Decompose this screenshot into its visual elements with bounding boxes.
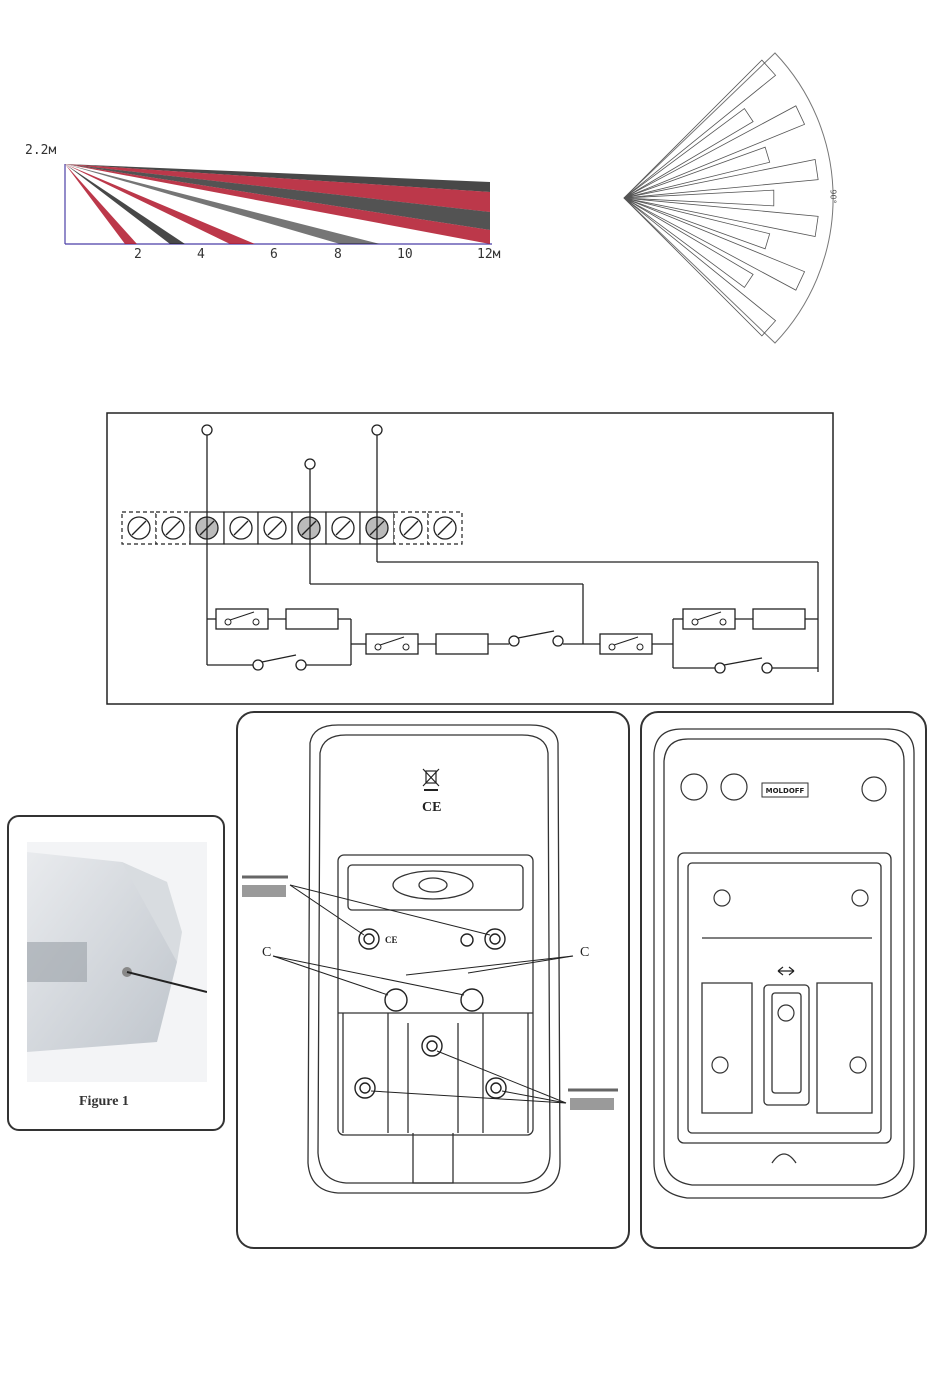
switch-contact-3 <box>600 634 652 654</box>
figure1-panel: Figure 1 <box>7 815 225 1131</box>
fan-beams <box>624 60 818 336</box>
lead-terminal-3 <box>305 459 315 469</box>
housing-drawing: MOLDOFF <box>642 713 925 1247</box>
cable-entry <box>393 871 473 899</box>
pcb-screw-4 <box>712 1057 728 1073</box>
switch-contact-1 <box>216 609 268 629</box>
fan-beam <box>624 198 805 290</box>
tick-10: 10 <box>397 247 413 262</box>
ce-mark: CE <box>422 800 441 816</box>
base-outline <box>308 725 560 1193</box>
side-view-chart <box>40 150 560 260</box>
label-c-right: C <box>580 945 589 961</box>
lead-terminal-2 <box>372 425 382 435</box>
fan-beam <box>624 106 805 198</box>
knockout-c-1 <box>385 989 407 1011</box>
wall-plug-bottom <box>570 1098 614 1110</box>
switch-nc-3-b <box>762 663 772 673</box>
top-view-fan <box>610 45 850 355</box>
bottom-latch <box>772 1154 796 1163</box>
resistor-2 <box>436 634 488 654</box>
wiring-frame <box>107 413 833 704</box>
switch-nc-1-a <box>253 660 263 670</box>
coverage-arc <box>624 53 833 343</box>
figure1-caption: Figure 1 <box>79 1094 129 1110</box>
fan-beam <box>624 198 818 237</box>
ce-mark-small: CE <box>385 935 398 945</box>
pcb-screw-2 <box>852 890 868 906</box>
resistor-1 <box>286 609 338 629</box>
recycle-icon <box>862 777 886 801</box>
figure1-photo <box>27 842 207 1082</box>
tick-2: 2 <box>134 247 142 262</box>
tick-12: 12м <box>477 247 500 262</box>
knockout-c-2 <box>461 989 483 1011</box>
tick-4: 4 <box>197 247 205 262</box>
tick-8: 8 <box>334 247 342 262</box>
switch-contact-2 <box>366 634 418 654</box>
base-plate-panel: CE CE C C <box>236 711 630 1249</box>
knockout-2 <box>721 774 747 800</box>
tamper-slot <box>764 985 809 1105</box>
housing-panel: MOLDOFF <box>640 711 927 1249</box>
beam-red-4 <box>65 164 137 244</box>
weee-bin-icon <box>423 769 439 790</box>
pcb-screw-5 <box>850 1057 866 1073</box>
fan-beam <box>624 159 818 198</box>
arc-label: 90° <box>829 189 838 203</box>
terminal-block <box>122 512 462 544</box>
pcb-screw-1 <box>714 890 730 906</box>
arrows-icon <box>778 967 794 975</box>
wall-plug-top <box>242 885 286 897</box>
bin-icon-small <box>461 934 473 946</box>
switch-contact-4 <box>683 609 735 629</box>
brand-plate: MOLDOFF <box>766 787 805 795</box>
tick-6: 6 <box>270 247 278 262</box>
switch-nc-1-b <box>296 660 306 670</box>
wiring-schematic <box>106 412 836 707</box>
base-plate-drawing <box>238 713 628 1247</box>
knockout-1 <box>681 774 707 800</box>
switch-nc-2-b <box>553 636 563 646</box>
pcb-screw-3 <box>778 1005 794 1021</box>
label-c-left: C <box>262 945 271 961</box>
switch-nc-3-a <box>715 663 725 673</box>
switch-nc-2-a <box>509 636 519 646</box>
lead-terminal-1 <box>202 425 212 435</box>
resistor-3 <box>753 609 805 629</box>
